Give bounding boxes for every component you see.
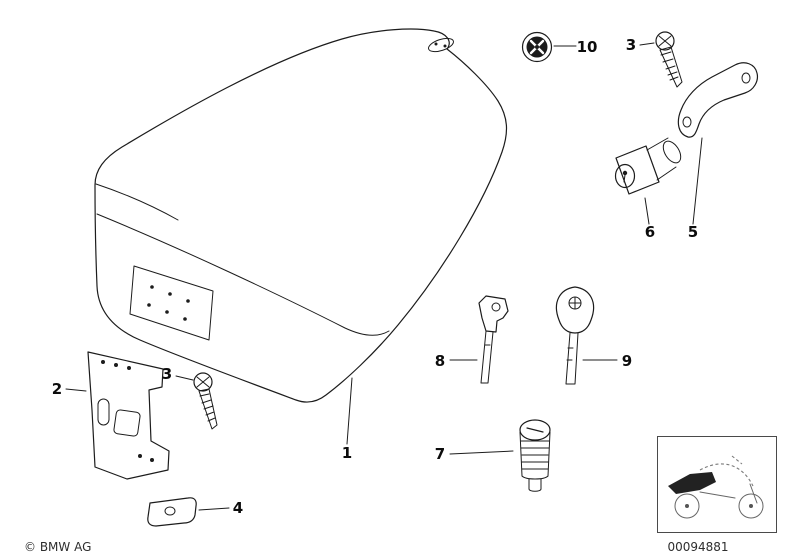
leader-line-3-bottom — [175, 375, 194, 381]
lock-barrel — [519, 419, 551, 492]
cowl-edge-line — [95, 183, 179, 221]
badge-grommet — [521, 31, 553, 63]
screw-top — [655, 31, 683, 88]
cowl-notch — [129, 265, 214, 341]
part-label-1: 1 — [342, 444, 352, 462]
motorcycle-icon-box — [657, 436, 777, 533]
screw-bottom — [193, 372, 218, 430]
motorcycle-icon — [668, 455, 764, 519]
key-blank — [478, 295, 509, 384]
part-label-3-bottom: 3 — [162, 365, 172, 383]
clip-plate — [147, 497, 197, 527]
part-label-2: 2 — [52, 380, 62, 398]
seat-cowl — [94, 28, 508, 403]
bracket-square-hole — [113, 409, 141, 437]
part-number-text: 00094881 — [667, 540, 728, 554]
part-label-7: 7 — [435, 445, 445, 463]
leader-line-5 — [692, 137, 703, 225]
bracket-slot — [97, 398, 110, 426]
leader-line-3-top — [639, 42, 655, 46]
cowl-crease-line — [96, 213, 390, 336]
part-label-9: 9 — [622, 352, 632, 370]
part-label-10: 10 — [577, 38, 598, 56]
leader-line-4 — [198, 507, 230, 511]
part-label-8: 8 — [435, 352, 445, 370]
lock-assembly — [614, 137, 682, 195]
leader-line-7 — [449, 450, 514, 455]
leader-line-2 — [65, 388, 87, 392]
part-label-5: 5 — [688, 223, 698, 241]
leader-line-1 — [346, 377, 353, 445]
part-label-4: 4 — [233, 499, 243, 517]
mounting-bracket — [677, 62, 759, 138]
leader-line-6 — [644, 197, 650, 225]
part-label-3-top: 3 — [626, 36, 636, 54]
key — [555, 286, 595, 385]
holder-bracket — [87, 351, 170, 480]
part-label-6: 6 — [645, 223, 655, 241]
copyright-text: © BMW AG — [24, 540, 91, 554]
badge-recess-oval — [428, 37, 454, 53]
